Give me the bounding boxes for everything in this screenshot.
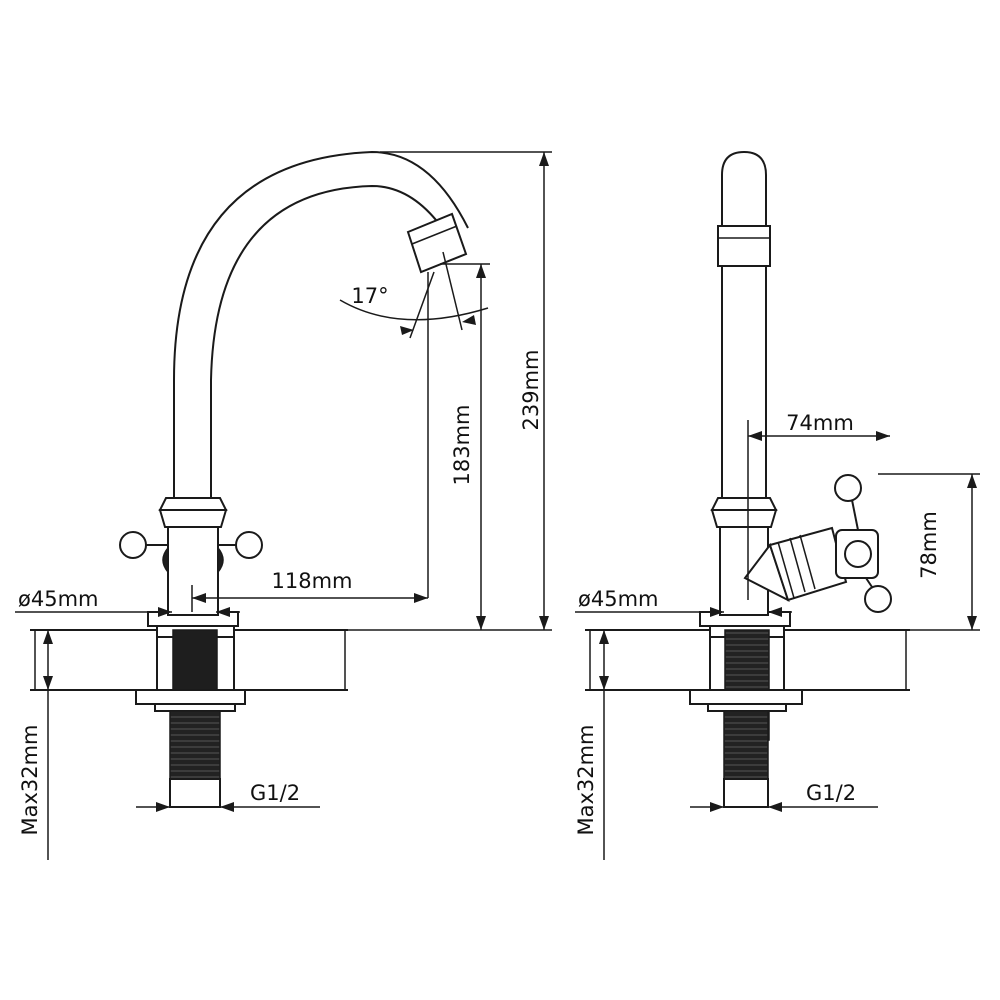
side-base-diameter-label: ø45mm — [578, 587, 658, 611]
front-height-total-label: 239mm — [519, 350, 543, 431]
front-reach-label: 118mm — [272, 569, 353, 593]
front-thread-label: G1/2 — [250, 781, 300, 805]
front-view: 239mm 183mm 118mm 17° ø45mm Max32mm G1/2 — [15, 150, 552, 860]
front-dimensions — [15, 151, 552, 860]
front-base-diameter-label: ø45mm — [18, 587, 98, 611]
side-max-thickness-label: Max32mm — [574, 724, 598, 835]
front-angle-label: 17° — [351, 284, 388, 308]
side-thread-label: G1/2 — [806, 781, 856, 805]
side-view: 74mm 78mm ø45mm Max32mm G1/2 — [574, 150, 980, 860]
side-mounting-shank — [689, 624, 803, 808]
side-handle-height-label: 78mm — [917, 511, 941, 579]
side-faucet-body — [699, 150, 892, 627]
front-height-spout-label: 183mm — [450, 405, 474, 486]
side-handle-offset-label: 74mm — [786, 411, 854, 435]
front-mounting-shank — [135, 624, 246, 808]
side-dimensions — [575, 420, 980, 860]
front-max-thickness-label: Max32mm — [18, 724, 42, 835]
front-faucet-body — [119, 150, 469, 627]
